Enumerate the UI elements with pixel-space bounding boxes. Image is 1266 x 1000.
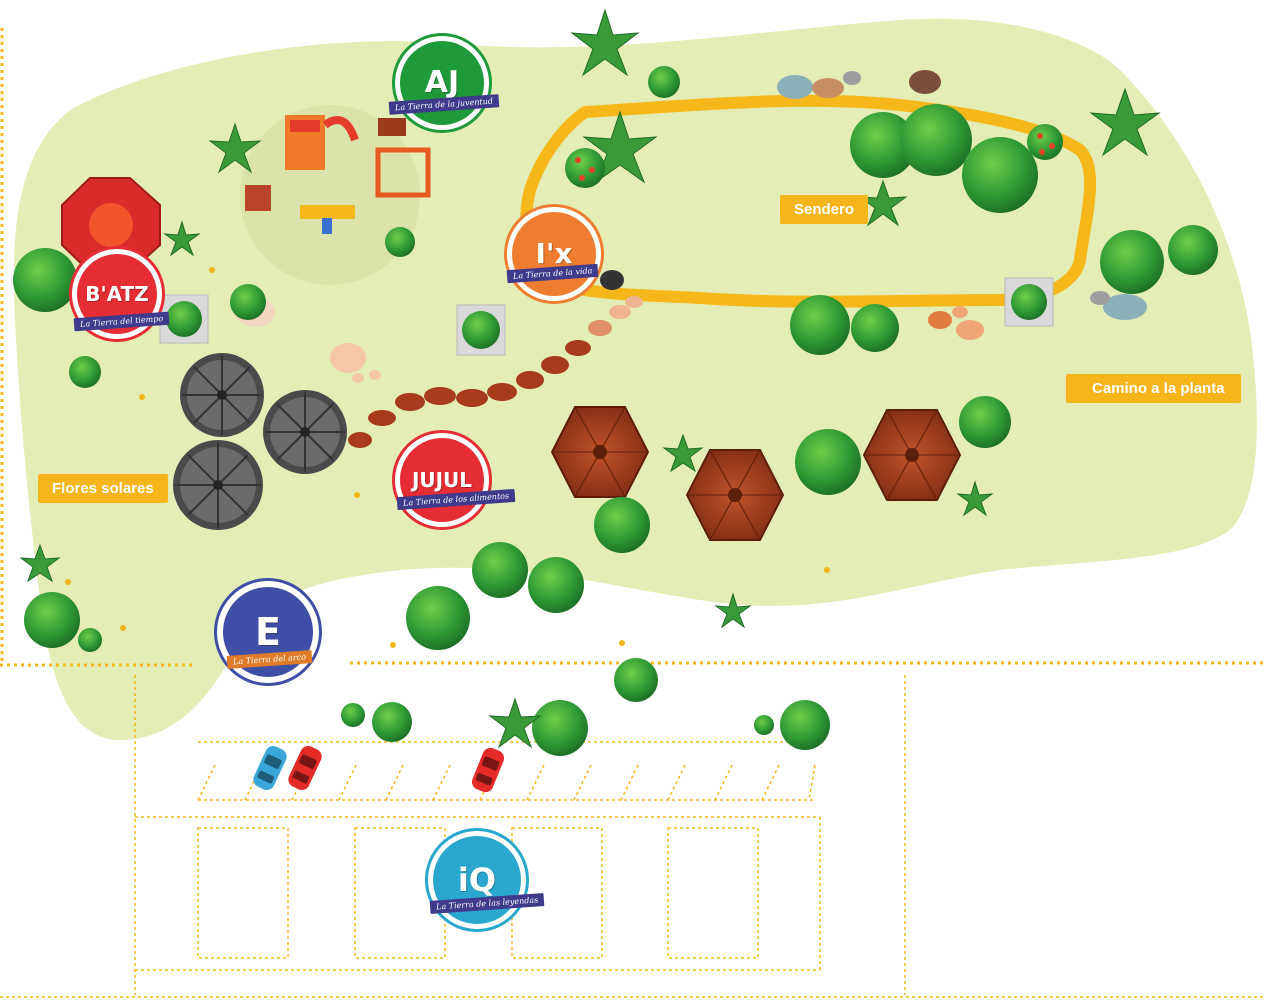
property-boundary bbox=[0, 28, 1266, 667]
kiosk-2 bbox=[685, 449, 785, 541]
kiosk-1 bbox=[550, 406, 650, 498]
badge-jujul[interactable]: JUJUL La Tierra de los alimentos bbox=[392, 430, 516, 530]
badge-aj[interactable]: AJ La Tierra de la juventud bbox=[388, 33, 500, 133]
solar-flower bbox=[180, 353, 264, 437]
badge-e-title: E bbox=[255, 610, 281, 654]
planter-box bbox=[456, 304, 506, 356]
red-pavilion-center bbox=[89, 203, 133, 247]
label-flores-solares: Flores solares bbox=[38, 474, 168, 503]
kiosk-3 bbox=[862, 409, 962, 501]
label-camino-a-la-planta: Camino a la planta bbox=[1066, 374, 1241, 403]
badge-iq-title: iQ bbox=[457, 861, 497, 899]
badge-batz[interactable]: B'ATZ La Tierra del tiempo bbox=[69, 246, 170, 342]
planter-box bbox=[1004, 277, 1054, 327]
car-red-1 bbox=[288, 746, 322, 790]
badge-e[interactable]: E La Tierra del arco bbox=[214, 578, 322, 686]
badge-iq[interactable]: iQ La Tierra de las leyendas bbox=[425, 828, 545, 932]
badge-jujul-title: JUJUL bbox=[411, 468, 473, 492]
trees bbox=[13, 66, 1218, 756]
stepping-stones bbox=[348, 296, 643, 448]
parking-area bbox=[0, 675, 1266, 998]
playground bbox=[240, 105, 431, 285]
badge-batz-title: B'ATZ bbox=[85, 282, 149, 306]
car-red-2 bbox=[471, 747, 505, 793]
car-blue bbox=[253, 746, 287, 790]
badge-aj-title: AJ bbox=[424, 65, 460, 100]
label-sendero: Sendero bbox=[780, 195, 869, 224]
solar-flower bbox=[173, 440, 263, 530]
badge-ix[interactable]: I'x La Tierra de la vida bbox=[504, 204, 604, 304]
small-flowers bbox=[65, 267, 830, 648]
badge-ix-title: I'x bbox=[535, 237, 573, 270]
solar-flower bbox=[263, 390, 347, 474]
berry-bushes bbox=[565, 124, 1063, 188]
rocks bbox=[600, 70, 1147, 340]
palm-trees bbox=[19, 8, 1161, 749]
